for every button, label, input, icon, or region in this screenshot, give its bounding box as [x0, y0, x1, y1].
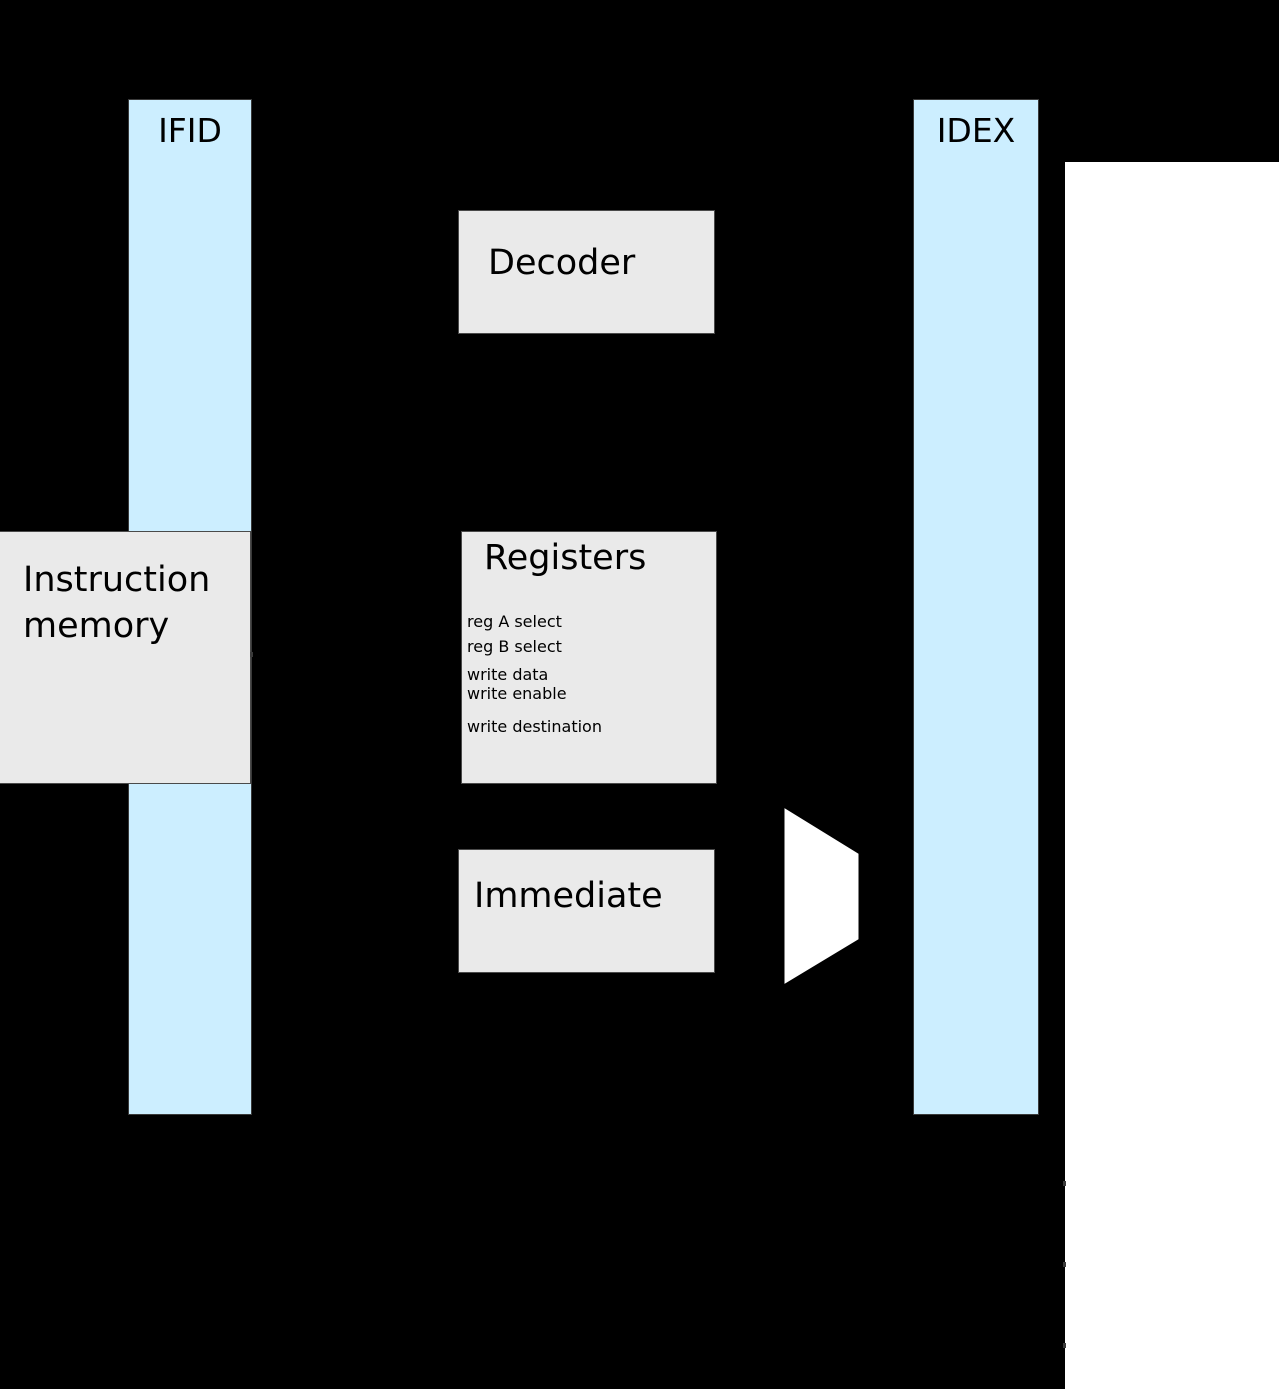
decoder-block[interactable]: Decoder — [458, 210, 715, 334]
pipeline-register-idex[interactable]: IDEX — [913, 99, 1039, 1115]
diagram-backdrop-top-right — [1065, 0, 1279, 162]
pipeline-register-ifid-label: IFID — [158, 111, 222, 150]
register-port-reg-a-select: reg A select — [467, 612, 562, 631]
edge-connector-stub-1 — [1063, 1181, 1066, 1186]
instruction-memory-label: Instruction memory — [23, 560, 211, 646]
edge-connector-stub-3 — [1063, 1343, 1066, 1348]
register-port-write-enable: write enable — [467, 684, 567, 703]
register-port-write-data: write data — [467, 665, 549, 684]
pipeline-register-idex-label: IDEX — [936, 111, 1016, 150]
immediate-label: Immediate — [474, 876, 663, 916]
instruction-memory-output-stub — [250, 652, 253, 657]
multiplexer-icon[interactable] — [784, 808, 859, 984]
decoder-label: Decoder — [488, 243, 636, 283]
edge-connector-stub-2 — [1063, 1262, 1066, 1267]
register-port-reg-b-select: reg B select — [467, 637, 562, 656]
instruction-memory-block[interactable]: Instruction memory — [0, 531, 251, 784]
registers-block[interactable]: Registers reg A select reg B select writ… — [461, 531, 717, 784]
register-port-write-destination: write destination — [467, 717, 602, 736]
registers-label: Registers — [484, 538, 647, 578]
immediate-block[interactable]: Immediate — [458, 849, 715, 973]
